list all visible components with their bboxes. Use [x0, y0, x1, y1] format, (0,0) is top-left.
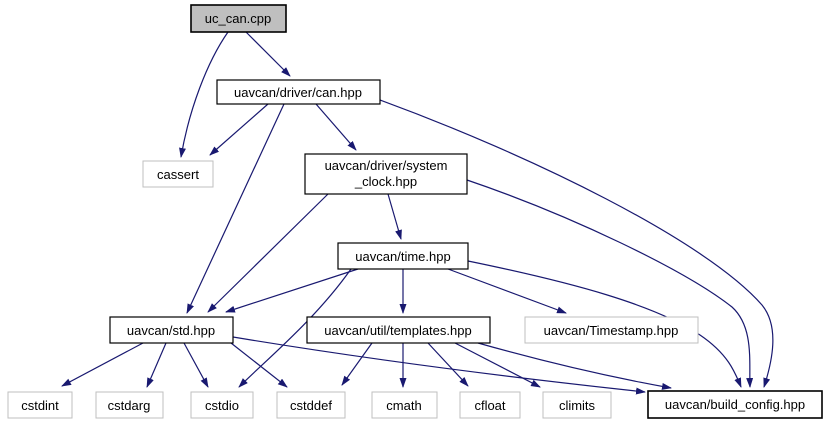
node-cmath: cmath	[371, 391, 438, 419]
node-box-cstdint	[7, 391, 73, 419]
edge-system_clock.hpp-to-std.hpp	[207, 193, 329, 313]
node-box-uc_can-cpp	[190, 4, 287, 33]
edge-templates.hpp-to-cstddef	[341, 342, 373, 386]
node-box-can-hpp[interactable]	[216, 79, 381, 105]
edge-time.hpp-to-std.hpp	[225, 268, 359, 313]
node-box-system_clock-hpp[interactable]	[304, 153, 468, 195]
edge-templates.hpp-to-cfloat	[427, 342, 469, 387]
node-box-cassert	[142, 160, 214, 188]
node-uavcan-time-hpp[interactable]: uavcan/time.hpp	[337, 242, 469, 270]
edge-std.hpp-to-cstdio	[183, 342, 209, 388]
node-cstdarg: cstdarg	[95, 391, 164, 419]
node-box-cstdarg	[95, 391, 164, 419]
node-cstdio: cstdio	[190, 391, 254, 419]
node-label-templates-hpp[interactable]: uavcan/util/templates.hpp	[324, 323, 471, 338]
node-label-can-hpp[interactable]: uavcan/driver/can.hpp	[234, 85, 362, 100]
node-label-cstddef: cstddef	[290, 398, 332, 413]
edge-can.hpp-to-build_config.hpp	[379, 99, 774, 388]
node-label-cstdint: cstdint	[21, 398, 59, 413]
edge-std.hpp-to-build_config.hpp	[232, 336, 646, 395]
node-label-cmath: cmath	[386, 398, 421, 413]
node-box-std-hpp[interactable]	[109, 316, 234, 344]
node-label-cstdarg: cstdarg	[108, 398, 151, 413]
node-label-climits: climits	[559, 398, 596, 413]
node-box-Timestamp-hpp	[524, 316, 699, 344]
node-box-cstdio	[190, 391, 254, 419]
edge-can.hpp-to-std.hpp	[186, 103, 285, 314]
node-cassert: cassert	[142, 160, 214, 188]
node-uavcan-util-templates-hpp[interactable]: uavcan/util/templates.hpp	[306, 316, 491, 344]
node-label-cfloat: cfloat	[474, 398, 505, 413]
edge-uc_can.cpp-to-cassert	[179, 31, 229, 158]
node-box-templates-hpp[interactable]	[306, 316, 491, 344]
edge-std.hpp-to-cstddef	[230, 342, 288, 388]
node-label-cstdio: cstdio	[205, 398, 239, 413]
edge-std.hpp-to-cstdint	[61, 342, 144, 387]
node-label-Timestamp-hpp: uavcan/Timestamp.hpp	[544, 323, 679, 338]
node-cfloat: cfloat	[459, 391, 521, 419]
node-uavcan-driver-system_clock-hpp[interactable]: uavcan/driver/system _clock.hpp	[304, 153, 468, 195]
edge-templates.hpp-to-climits	[454, 342, 541, 388]
node-label-system_clock-line2[interactable]: _clock.hpp	[354, 174, 417, 189]
node-cstddef: cstddef	[276, 391, 346, 419]
node-uavcan-driver-can-hpp[interactable]: uavcan/driver/can.hpp	[216, 79, 381, 105]
node-label-cassert: cassert	[157, 167, 199, 182]
node-uavcan-std-hpp[interactable]: uavcan/std.hpp	[109, 316, 234, 344]
edge-can.hpp-to-system_clock.hpp	[315, 103, 357, 151]
edge-can.hpp-to-cassert	[209, 103, 269, 156]
node-box-time-hpp[interactable]	[337, 242, 469, 270]
edge-time.hpp-to-cstdio	[238, 268, 352, 388]
node-label-uc_can-cpp: uc_can.cpp	[205, 11, 272, 26]
node-label-std-hpp[interactable]: uavcan/std.hpp	[127, 323, 215, 338]
edge-templates.hpp-to-build_config.hpp	[477, 342, 672, 390]
node-box-build_config-hpp[interactable]	[647, 390, 823, 419]
node-cstdint: cstdint	[7, 391, 73, 419]
edge-uc_can.cpp-to-can.hpp	[245, 31, 291, 77]
node-uavcan-Timestamp-hpp: uavcan/Timestamp.hpp	[524, 316, 699, 344]
node-box-cfloat	[459, 391, 521, 419]
edge-std.hpp-to-cstdarg	[146, 342, 167, 388]
node-label-build_config-hpp[interactable]: uavcan/build_config.hpp	[665, 397, 805, 412]
edge-time.hpp-to-Timestamp.hpp	[447, 268, 567, 314]
node-climits: climits	[542, 391, 612, 419]
node-uavcan-build_config-hpp[interactable]: uavcan/build_config.hpp	[647, 390, 823, 419]
node-box-cstddef	[276, 391, 346, 419]
node-box-cmath	[371, 391, 438, 419]
node-uc_can-cpp: uc_can.cpp	[190, 4, 287, 33]
node-label-system_clock-line1[interactable]: uavcan/driver/system	[325, 158, 448, 173]
node-label-time-hpp[interactable]: uavcan/time.hpp	[355, 249, 450, 264]
edge-system_clock.hpp-to-time.hpp	[387, 193, 402, 240]
edge-system_clock.hpp-to-build_config.hpp	[466, 179, 754, 388]
node-box-climits	[542, 391, 612, 419]
